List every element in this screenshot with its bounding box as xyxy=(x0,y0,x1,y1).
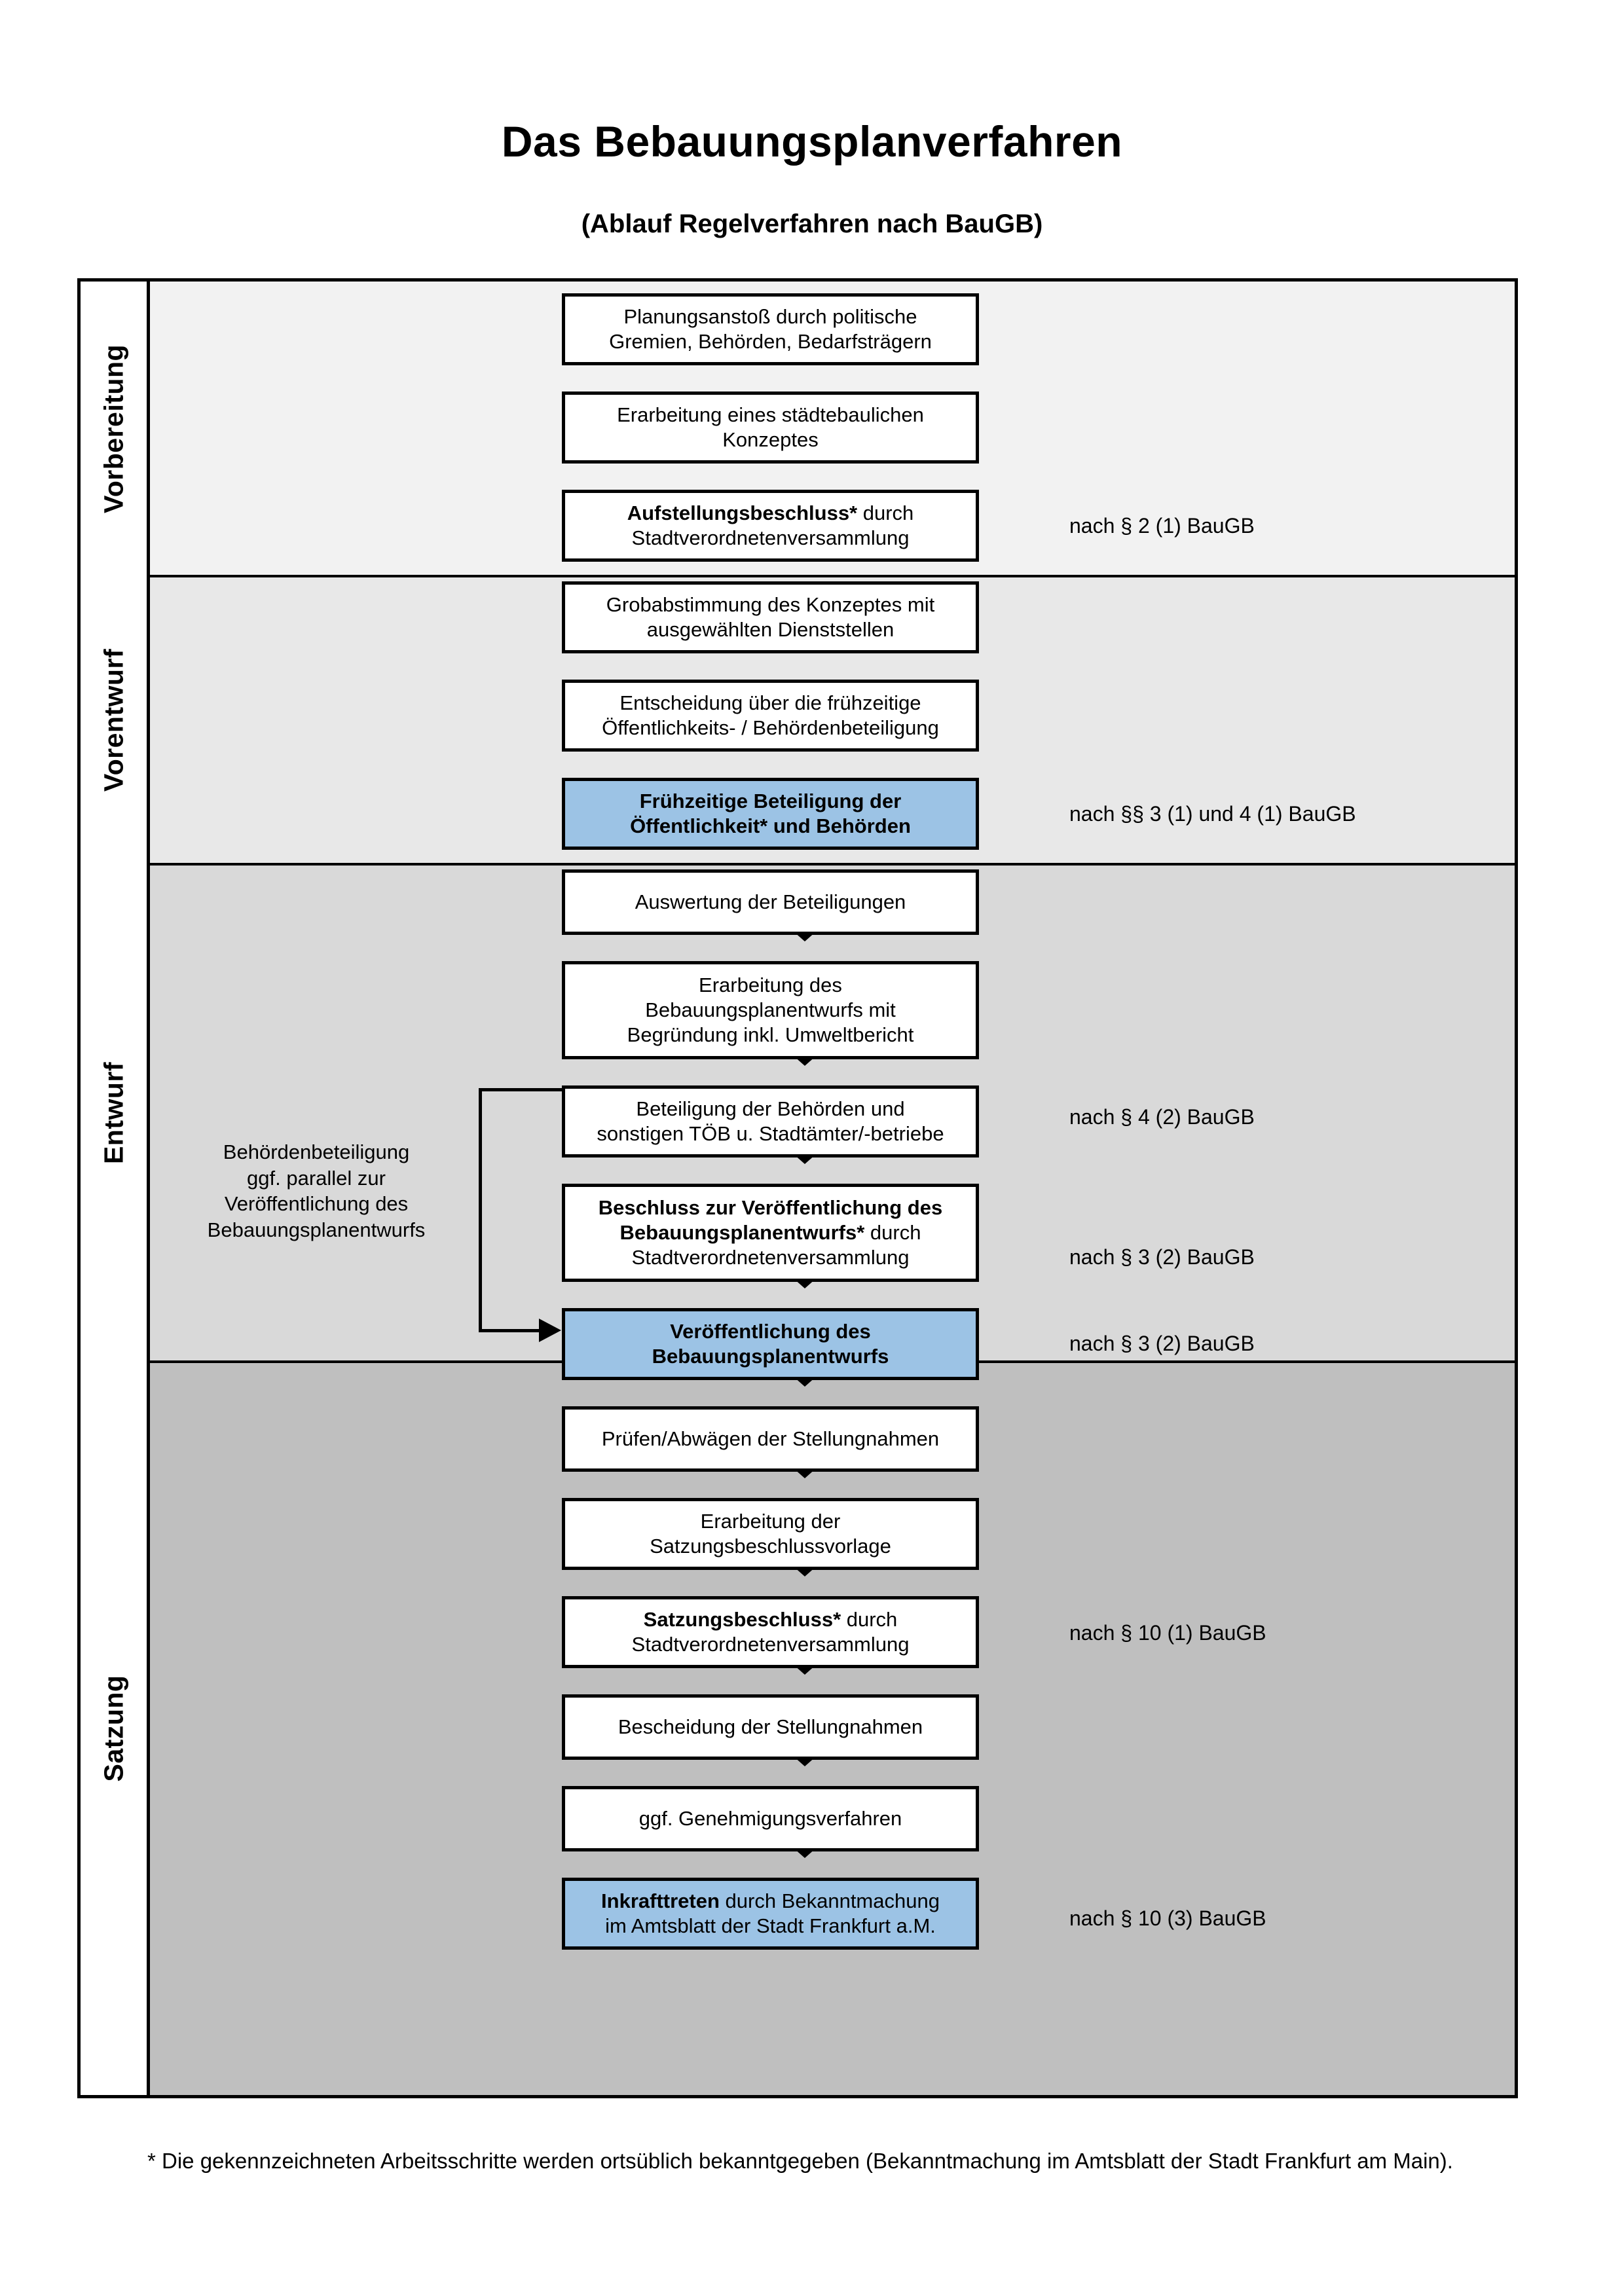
step-text-line-1: Grobabstimmung des Konzeptes mit xyxy=(606,593,935,617)
step-text-rest: durch xyxy=(857,501,914,525)
page-subtitle: (Ablauf Regelverfahren nach BauGB) xyxy=(581,210,1043,238)
stage-label-rail-vorbereitung: Vorbereitung xyxy=(81,282,150,576)
step-box-fruehzeitige-beteiligung[interactable]: Frühzeitige Beteiligung der Öffentlichke… xyxy=(562,778,979,850)
step-text-line-1: Beteiligung der Behörden und xyxy=(636,1097,905,1121)
loop-bottom-segment xyxy=(479,1329,543,1332)
step-text-line-1: Auswertung der Beteiligungen xyxy=(635,890,906,914)
step-text-line-2: Bebauungsplanentwurfs* xyxy=(619,1221,865,1245)
footnote-text: * Die gekennzeichneten Arbeitsschritte w… xyxy=(147,2149,1453,2173)
step-text-line-1: Frühzeitige Beteiligung der xyxy=(639,790,902,813)
stage-label-rail-vorentwurf: Vorentwurf xyxy=(81,576,150,864)
step-text-line-2: Bebauungsplanentwurfs xyxy=(652,1345,889,1368)
step-text-line-1: Erarbeitung des xyxy=(699,974,842,997)
loop-vertical-segment xyxy=(479,1088,482,1332)
sidenote-line-1: Behördenbeteiligung xyxy=(223,1140,410,1163)
step-text-line-1: Veröffentlichung des xyxy=(670,1320,871,1343)
step-text-line-2: sonstigen TÖB u. Stadtämter/-betriebe xyxy=(597,1122,944,1145)
step-text-line-2: Satzungsbeschlussvorlage xyxy=(650,1535,891,1558)
stage-divider-2 xyxy=(150,863,1515,866)
step-text-bold: Inkrafttreten xyxy=(601,1889,720,1913)
step-box-satzungsbeschluss[interactable]: Satzungsbeschluss* durch Stadtverordnete… xyxy=(562,1596,979,1668)
step-text-line-2: ausgewählten Dienststellen xyxy=(646,618,895,641)
parallel-loop-connector xyxy=(81,282,1515,2095)
step-text-line-2: Stadtverordnetenversammlung xyxy=(631,526,910,549)
step-text-bold: Aufstellungsbeschluss* xyxy=(627,501,858,525)
step-box-genehmigungsverfahren[interactable]: ggf. Genehmigungsverfahren xyxy=(562,1786,979,1851)
step-text-line-2: Konzeptes xyxy=(722,428,819,451)
flowchart-frame: Vorbereitung Vorentwurf Entwurf Satzung xyxy=(77,278,1518,2098)
legal-note-10-1: nach § 10 (1) BauGB xyxy=(1069,1621,1266,1645)
step-text-line-2: Bebauungsplanentwurfs mit xyxy=(645,998,896,1022)
step-text-line-1: Entscheidung über die frühzeitige xyxy=(619,691,921,715)
step-box-auswertung-beteiligungen[interactable]: Auswertung der Beteiligungen xyxy=(562,869,979,935)
step-box-veroeffentlichung-entwurf[interactable]: Veröffentlichung des Bebauungsplanentwur… xyxy=(562,1308,979,1380)
step-box-erarbeitung-bebauungsplanentwurf[interactable]: Erarbeitung des Bebauungsplanentwurfs mi… xyxy=(562,961,979,1059)
step-text-rest: durch xyxy=(841,1608,898,1631)
step-text-line-1: Erarbeitung der xyxy=(700,1510,841,1533)
stage-divider-1 xyxy=(150,575,1515,577)
step-text-line-1: Beschluss zur Veröffentlichung des xyxy=(598,1196,943,1220)
step-box-pruefen-abwaegen[interactable]: Prüfen/Abwägen der Stellungnahmen xyxy=(562,1406,979,1472)
stage-label-rail-satzung: Satzung xyxy=(81,1362,150,2095)
step-box-bescheidung-stellungnahmen[interactable]: Bescheidung der Stellungnahmen xyxy=(562,1694,979,1760)
step-text-line-1: ggf. Genehmigungsverfahren xyxy=(638,1807,902,1831)
step-text-line-2: Gremien, Behörden, Bedarfsträgern xyxy=(609,330,932,353)
step-box-erarbeitung-satzungsbeschlussvorlage[interactable]: Erarbeitung der Satzungsbeschlussvorlage xyxy=(562,1498,979,1570)
page-title: Das Bebauungsplanverfahren xyxy=(501,117,1123,166)
step-box-aufstellungsbeschluss[interactable]: Aufstellungsbeschluss* durch Stadtverord… xyxy=(562,490,979,562)
legal-note-4-2: nach § 4 (2) BauGB xyxy=(1069,1105,1255,1129)
legal-note-3-2-b: nach § 3 (2) BauGB xyxy=(1069,1332,1255,1355)
step-box-beschluss-veroeffentlichung[interactable]: Beschluss zur Veröffentlichung des Bebau… xyxy=(562,1184,979,1282)
step-text-line-3: Stadtverordnetenversammlung xyxy=(631,1245,910,1269)
legal-note-10-3: nach § 10 (3) BauGB xyxy=(1069,1906,1266,1930)
step-box-grobabstimmung[interactable]: Grobabstimmung des Konzeptes mit ausgewä… xyxy=(562,581,979,653)
legal-note-2-1: nach § 2 (1) BauGB xyxy=(1069,514,1255,538)
step-box-staedtebauliches-konzept[interactable]: Erarbeitung eines städtebaulichen Konzep… xyxy=(562,392,979,464)
step-text-line-1: Planungsanstoß durch politische xyxy=(623,305,917,329)
step-text-line-2: Stadtverordnetenversammlung xyxy=(631,1633,910,1656)
step-text-bold: Satzungsbeschluss* xyxy=(643,1608,841,1631)
step-text-rest: durch Bekanntmachung xyxy=(719,1889,940,1913)
loop-arrow-head xyxy=(539,1319,561,1342)
legal-note-3-2-a: nach § 3 (2) BauGB xyxy=(1069,1245,1255,1269)
step-box-planungsanstoss[interactable]: Planungsanstoß durch politische Gremien,… xyxy=(562,293,979,365)
step-text-line-1: Erarbeitung eines städtebaulichen xyxy=(617,403,924,427)
step-box-entscheidung-fruehzeitige-beteiligung[interactable]: Entscheidung über die frühzeitige Öffent… xyxy=(562,680,979,752)
step-text-rest: durch xyxy=(864,1221,921,1245)
loop-top-segment xyxy=(479,1088,565,1091)
step-text-line-2: im Amtsblatt der Stadt Frankfurt a.M. xyxy=(605,1914,936,1937)
sidenote-line-2: ggf. parallel zur xyxy=(247,1166,386,1190)
step-text-line-3: Begründung inkl. Umweltbericht xyxy=(627,1023,914,1046)
legal-note-3-1-4-1: nach §§ 3 (1) und 4 (1) BauGB xyxy=(1069,802,1356,826)
sidenote-line-4: Bebauungsplanentwurfs xyxy=(207,1218,426,1242)
step-box-inkrafttreten[interactable]: Inkrafttreten durch Bekanntmachung im Am… xyxy=(562,1878,979,1950)
step-text-line-2: Öffentlichkeits- / Behördenbeteiligung xyxy=(602,716,939,739)
sidenote-parallel-behoerdenbeteiligung: Behördenbeteiligung ggf. parallel zur Ve… xyxy=(175,1139,457,1243)
step-text-line-1: Bescheidung der Stellungnahmen xyxy=(618,1715,923,1739)
sidenote-line-3: Veröffentlichung des xyxy=(224,1192,409,1216)
step-text-line-1: Prüfen/Abwägen der Stellungnahmen xyxy=(601,1427,940,1451)
step-text-line-2: Öffentlichkeit* und Behörden xyxy=(630,814,911,837)
step-box-beteiligung-behoerden-toeb[interactable]: Beteiligung der Behörden und sonstigen T… xyxy=(562,1085,979,1157)
stage-label-rail-entwurf: Entwurf xyxy=(81,864,150,1362)
